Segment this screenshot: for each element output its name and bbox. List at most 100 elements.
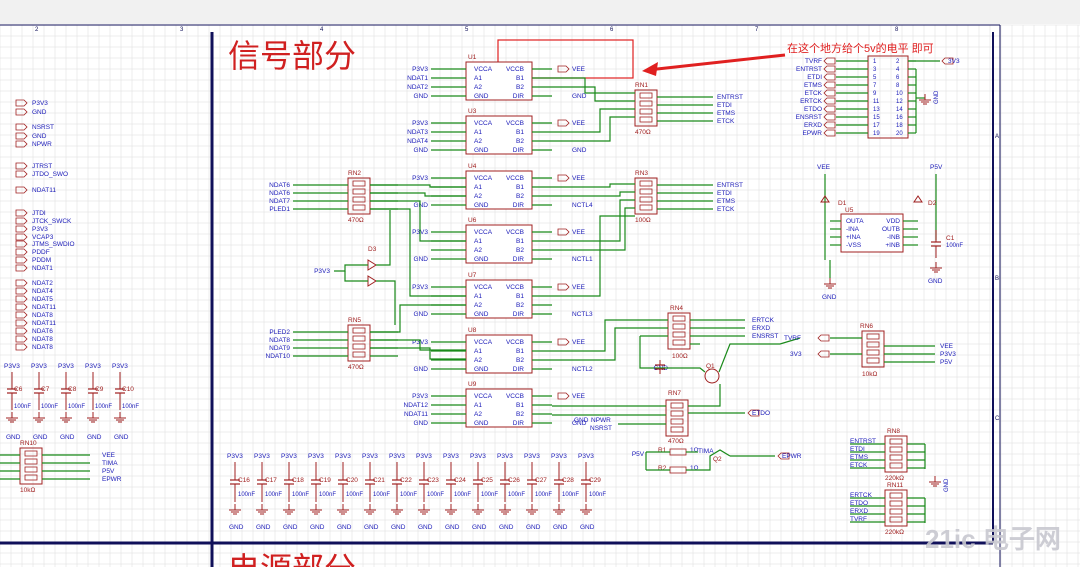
bottom-cap-gnd-label: GND	[310, 524, 325, 531]
buffer-u9-pin: A2	[474, 411, 482, 418]
rn1-ref: RN1	[635, 82, 648, 89]
rn10-element	[24, 466, 38, 473]
comparator-d2-ref: D2	[928, 200, 937, 207]
border-number: 2	[35, 27, 39, 33]
buffer-u9-right-net: VEE	[572, 393, 586, 400]
buffer-u1-pin: DIR	[513, 93, 525, 100]
rn7-net-label: GND	[574, 417, 589, 424]
rn5-net-label: NDAT10	[266, 353, 291, 360]
rn1-net-label: ETCK	[717, 118, 735, 125]
buffer-u3-pin: VCCA	[474, 120, 493, 127]
left-cap-net-label: P3V3	[4, 363, 20, 370]
bottom-cap-value: 100nF	[238, 492, 255, 498]
bottom-cap-net-label: P3V3	[308, 453, 324, 460]
buffer-u9-pin: DIR	[513, 420, 525, 427]
rn8-net-label: ETMS	[850, 454, 869, 461]
left-net-label: NPWR	[32, 141, 52, 148]
left-cap-ref: C10	[122, 386, 134, 393]
bottom-cap-ref: C21	[373, 477, 385, 484]
buffer-u6-pin: B1	[516, 238, 524, 245]
rn8-ref: RN8	[887, 428, 900, 435]
rn10-net-label: EPWR	[102, 476, 122, 483]
bottom-cap-net-label: P3V3	[551, 453, 567, 460]
connector-net-label: EPWR	[803, 130, 823, 137]
left-net-label: NDAT8	[32, 336, 53, 343]
buffer-u6-pin: GND	[474, 256, 489, 263]
buffer-u7-pin: VCCB	[506, 284, 524, 291]
rn5-net-label: PLED2	[269, 329, 290, 336]
connector-net-label: ETDI	[807, 74, 822, 81]
rn1-element	[639, 92, 653, 99]
buffer-u7-pin: A1	[474, 293, 482, 300]
rn10-value: 10kΩ	[20, 487, 35, 494]
buffer-u3-pin: B2	[516, 138, 524, 145]
rn11-ref: RN11	[887, 482, 904, 489]
left-net-port	[15, 335, 28, 343]
left-net-label: NDAT11	[32, 187, 56, 194]
buffer-u4-vee-port	[557, 174, 570, 182]
wire	[552, 319, 668, 352]
buffer-u7-left-net: GND	[414, 311, 429, 318]
connector-net-label: ETDO	[804, 106, 822, 113]
q2-net-label: P5V	[632, 451, 645, 458]
connector-net-label: ERXD	[804, 122, 822, 129]
rn10-element	[24, 450, 38, 457]
buffer-u1-right-net: VEE	[572, 66, 586, 73]
bottom-cap-ref: C24	[454, 477, 466, 484]
left-net-label: JTRST	[32, 163, 52, 170]
rn10	[19, 447, 43, 485]
left-net-label: P3V3	[32, 100, 48, 107]
left-net-label: NDAT8	[32, 312, 53, 319]
left-net-label: GND	[32, 133, 47, 140]
buffer-u9-vee-port	[557, 392, 570, 400]
rn6-ref: RN6	[860, 323, 873, 330]
buffer-u4-pin: B2	[516, 193, 524, 200]
diode-d1	[820, 195, 830, 203]
buffer-u1-pin: B2	[516, 84, 524, 91]
buffer-u1-left-net: P3V3	[412, 66, 428, 73]
left-net-label: P3V3	[32, 226, 48, 233]
comparator-pin: +INA	[846, 234, 861, 241]
buffer-u6-vee-port	[557, 228, 570, 236]
left-cap-net-label: P3V3	[58, 363, 74, 370]
q2-epwr-label: EPWR	[782, 453, 802, 460]
rn5-net-label: NDAT8	[269, 337, 290, 344]
left-cap-net-label: P3V3	[112, 363, 128, 370]
connector-gnd-label: GND	[934, 90, 940, 104]
wire	[552, 108, 635, 133]
bottom-cap-ref: C29	[589, 477, 601, 484]
wire	[370, 208, 466, 297]
bottom-cap-ref: C16	[238, 477, 250, 484]
connector-net-label: ERTCK	[800, 98, 823, 105]
buffer-u7-pin: B1	[516, 293, 524, 300]
connector-pin-left: 9	[873, 91, 877, 97]
rn4-value: 100Ω	[672, 353, 688, 360]
buffer-u9-left-net: GND	[414, 420, 429, 427]
bottom-cap-gnd-label: GND	[337, 524, 352, 531]
buffer-u1-vee-port	[557, 65, 570, 73]
rn4-element	[672, 331, 686, 338]
rn6-net-label: P3V3	[940, 351, 956, 358]
buffer-u9	[465, 388, 533, 428]
section-title-power: 电源部分	[228, 551, 356, 567]
annotation-arrow	[647, 53, 786, 72]
left-cap-value: 100nF	[95, 404, 112, 410]
left-net-label: NSRST	[32, 124, 54, 131]
connector-pin-right: 20	[896, 131, 903, 137]
comparator-pin: -VSS	[846, 242, 862, 249]
rn1-element	[639, 108, 653, 115]
rn4-net-label: ENSRST	[752, 333, 778, 340]
left-cap-ref: C8	[68, 386, 77, 393]
buffer-u3-pin: A2	[474, 138, 482, 145]
left-cap-gnd-label: GND	[87, 434, 102, 441]
connector-port	[823, 105, 836, 113]
left-net-label: NDAT5	[32, 296, 53, 303]
buffer-u1-pin: A2	[474, 84, 482, 91]
rn7-net-label: NSRST	[590, 425, 612, 432]
connector-pin-right: 2	[896, 59, 900, 65]
rn7-element	[670, 410, 684, 417]
bottom-cap-gnd-label: GND	[418, 524, 433, 531]
left-net-port	[15, 248, 28, 256]
buffer-u3-vee-port	[557, 119, 570, 127]
border-number: 5	[465, 27, 469, 33]
